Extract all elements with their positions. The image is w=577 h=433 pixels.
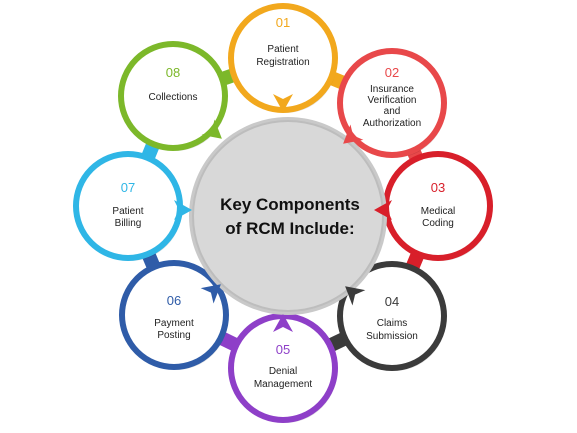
step-02-label-line: Verification (368, 95, 417, 106)
step-06-number: 06 (167, 293, 181, 308)
step-01-label-line: Registration (256, 57, 309, 68)
step-05-label-line: Denial (269, 366, 297, 377)
step-labels: 01PatientRegistration02InsuranceVerifica… (112, 15, 455, 390)
step-01-number: 01 (276, 15, 290, 30)
step-04-label-line: Claims (377, 318, 408, 329)
step-07-number: 07 (121, 180, 135, 195)
step-arrows (174, 94, 392, 332)
step-07-label-line: Billing (115, 218, 142, 229)
step-02-label-line: Insurance (370, 84, 414, 95)
step-02-circle (337, 48, 447, 158)
step-01-label-line: Patient (267, 44, 298, 55)
step-02-label-line: Authorization (363, 118, 421, 129)
step-04-circle (337, 261, 447, 371)
step-04-label-line: Submission (366, 331, 418, 342)
step-02-number: 02 (385, 65, 399, 80)
step-08-label-line: Collections (149, 92, 198, 103)
step-03-number: 03 (431, 180, 445, 195)
step-08-arrow-icon (201, 119, 222, 139)
step-04-number: 04 (385, 294, 399, 309)
center-circle (192, 120, 384, 312)
center-title-line1: Key Components (220, 195, 360, 214)
step-07-label-line: Patient (112, 206, 143, 217)
step-06-label-line: Payment (154, 318, 194, 329)
step-07-arrow-icon (174, 200, 192, 220)
step-06-arrow-icon (200, 284, 221, 304)
step-03-label-line: Medical (421, 206, 455, 217)
step-08-number: 08 (166, 65, 180, 80)
step-04-arrow-icon (345, 286, 366, 306)
step-05-arrow-icon (273, 314, 293, 332)
step-01-arrow-icon (273, 94, 293, 112)
step-06-circle (119, 260, 229, 370)
step-05-number: 05 (276, 342, 290, 357)
step-02-label-line: and (384, 106, 401, 117)
center-hub: Key Components of RCM Include: (189, 117, 387, 315)
step-03-label-line: Coding (422, 218, 454, 229)
step-06-label-line: Posting (157, 330, 190, 341)
center-title-line2: of RCM Include: (225, 219, 354, 238)
step-02-arrow-icon (343, 124, 364, 144)
step-03-arrow-icon (374, 200, 392, 220)
step-05-label-line: Management (254, 379, 313, 390)
step-08-circle (118, 41, 228, 151)
